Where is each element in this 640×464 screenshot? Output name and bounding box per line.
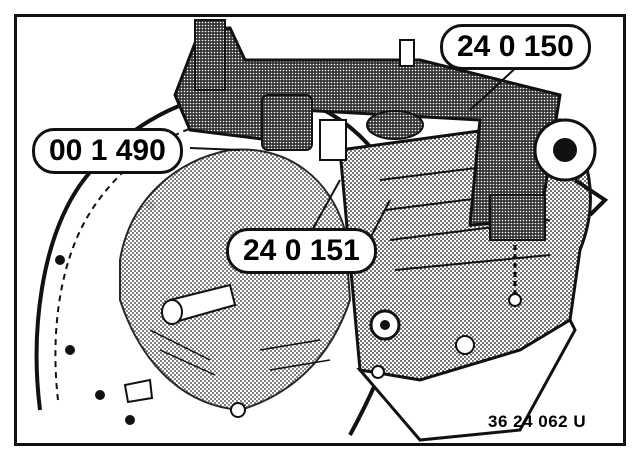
holding-cup <box>366 110 424 140</box>
holding-post <box>319 119 347 161</box>
gearbox-ribs <box>379 159 551 271</box>
chain-link <box>508 293 522 307</box>
leader-001490 <box>189 147 241 151</box>
housing-detail-lines <box>149 329 331 376</box>
mount-boss-bolt <box>380 320 390 330</box>
holding-block <box>261 94 313 151</box>
flange-bolt <box>55 255 65 265</box>
callout-24-0-151: 24 0 151 <box>226 228 377 274</box>
bridge-upright <box>194 19 226 91</box>
bridge-screw <box>399 39 415 67</box>
bridge-hook <box>573 178 609 217</box>
drain-plug <box>455 335 475 355</box>
lower-bolt <box>371 365 385 379</box>
lower-housing <box>356 317 577 442</box>
lower-bolt <box>230 402 246 418</box>
flange-bolt <box>95 390 105 400</box>
rear-support-bracket <box>489 194 546 241</box>
shaft-end <box>161 299 183 325</box>
callout-00-1-490: 00 1 490 <box>32 128 183 174</box>
small-bracket <box>123 378 154 404</box>
flange-bolt <box>125 415 135 425</box>
callout-24-0-150: 24 0 150 <box>440 24 591 70</box>
clutch-area <box>119 148 352 412</box>
leader-240150 <box>469 63 521 111</box>
figure-reference-code: 36 24 062 U <box>488 412 587 431</box>
bell-housing-flange <box>54 117 231 401</box>
bridge-end-wheel-hub <box>553 138 577 162</box>
flange-bolt <box>65 345 75 355</box>
